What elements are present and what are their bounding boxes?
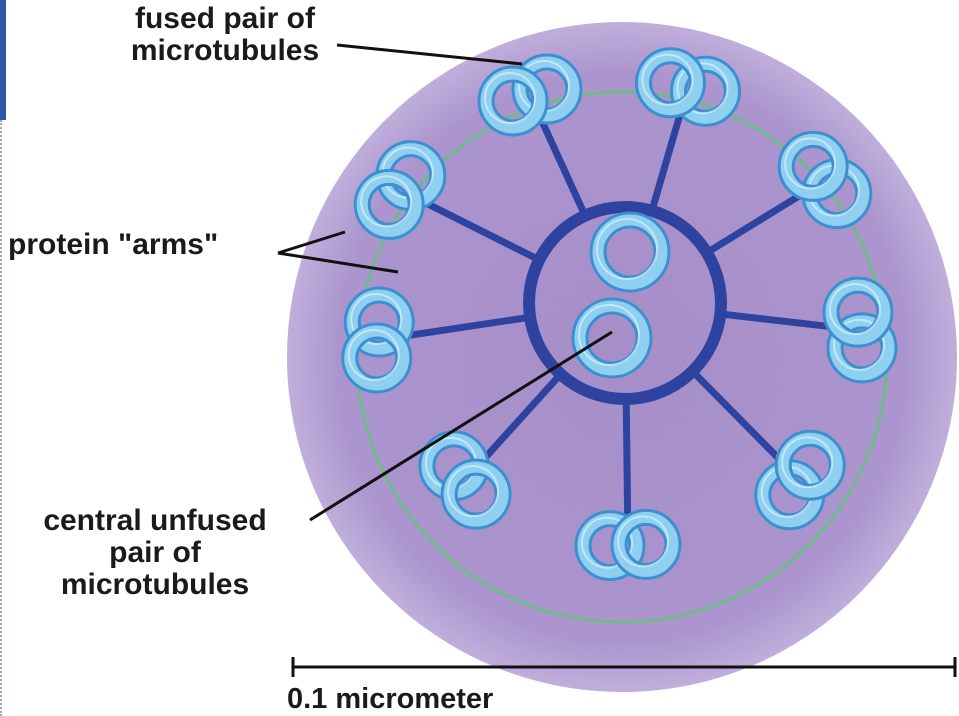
radial-spoke: [626, 399, 627, 515]
label-fused-pair-line-1: fused pair of: [110, 3, 340, 35]
scale-bar-label: 0.1 micrometer: [287, 683, 493, 715]
label-central-pair-line-2: pair of: [0, 537, 310, 569]
label-fused-pair-line-2: microtubules: [110, 35, 340, 67]
label-fused-pair: fused pair of microtubules: [110, 3, 340, 67]
label-central-pair: central unfused pair of microtubules: [0, 505, 310, 601]
label-central-pair-line-3: microtubules: [0, 569, 310, 601]
label-protein-arms: protein "arms": [8, 229, 218, 261]
label-central-pair-line-1: central unfused: [0, 505, 310, 537]
